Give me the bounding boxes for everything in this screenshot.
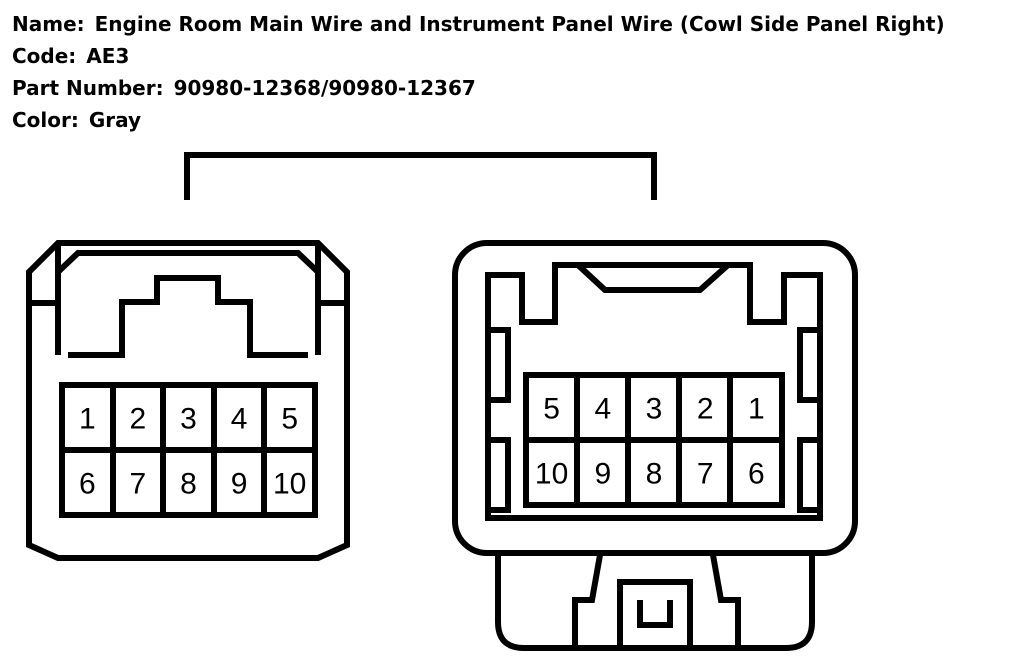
- left-connector-pin-8: 8: [180, 468, 197, 501]
- right-connector-slot-right-upper: [797, 327, 823, 403]
- right-connector-pin-2: 2: [697, 393, 714, 426]
- left-connector-pin-10: 10: [273, 468, 306, 501]
- right-connector-inner-housing: [485, 262, 823, 521]
- right-connector-pin-6: 6: [748, 458, 765, 491]
- right-connector-slot-left-upper: [485, 327, 511, 403]
- right-connector-pin-5: 5: [543, 393, 560, 426]
- name-line: Name: Engine Room Main Wire and Instrumen…: [12, 8, 945, 40]
- right-connector-key: [575, 262, 730, 293]
- left-connector-pin-5: 5: [281, 403, 298, 436]
- part-number-value: 90980-12368/90980-12367: [173, 76, 476, 100]
- left-connector-pin-3: 3: [180, 403, 197, 436]
- color-value: Gray: [88, 108, 142, 132]
- code-label: Code:: [12, 44, 77, 68]
- left-connector-pin-9: 9: [231, 468, 248, 501]
- code-line: Code: AE3: [12, 40, 945, 72]
- mating-bracket: [184, 152, 657, 200]
- code-value: AE3: [86, 44, 130, 68]
- name-value: Engine Room Main Wire and Instrument Pan…: [94, 12, 945, 36]
- right-connector-pin-3: 3: [646, 393, 663, 426]
- right-connector-bottom-lock-button: [617, 579, 693, 648]
- right-connector-pin-9: 9: [594, 458, 611, 491]
- left-connector-side-latch-right: [315, 243, 347, 306]
- right-connector-slot-right-lower: [797, 437, 823, 513]
- right-connector-pin-7: 7: [697, 458, 714, 491]
- right-connector-bottom-tab: [495, 553, 815, 651]
- left-connector-upper-housing: [55, 250, 321, 355]
- left-connector-side-latch-left: [29, 243, 61, 306]
- right-connector-pin-10: 10: [535, 458, 568, 491]
- right-connector-pin-8: 8: [646, 458, 663, 491]
- right-connector-slot-left-lower: [485, 437, 511, 513]
- left-connector-pin-4: 4: [231, 403, 248, 436]
- left-connector-pin-2: 2: [130, 403, 147, 436]
- name-label: Name:: [12, 12, 85, 36]
- left-connector-body: [26, 240, 350, 561]
- right-connector-pin-1: 1: [748, 393, 765, 426]
- right-connector-body: [452, 240, 858, 556]
- right-connector-pin-numbers: 5 4 3 2 1 10 9 8 7 6: [535, 393, 765, 491]
- left-connector-lock: [68, 275, 308, 358]
- part-number-line: Part Number: 90980-12368/90980-12367: [12, 72, 945, 104]
- left-connector-pin-6: 6: [79, 468, 96, 501]
- right-connector-pin-4: 4: [594, 393, 611, 426]
- connector-info: Name: Engine Room Main Wire and Instrumen…: [12, 8, 945, 136]
- part-number-label: Part Number:: [12, 76, 164, 100]
- color-line: Color: Gray: [12, 104, 945, 136]
- right-connector-bottom-lock: [572, 554, 741, 648]
- left-connector-pin-7: 7: [130, 468, 147, 501]
- left-connector-pin-1: 1: [79, 403, 96, 436]
- color-label: Color:: [12, 108, 79, 132]
